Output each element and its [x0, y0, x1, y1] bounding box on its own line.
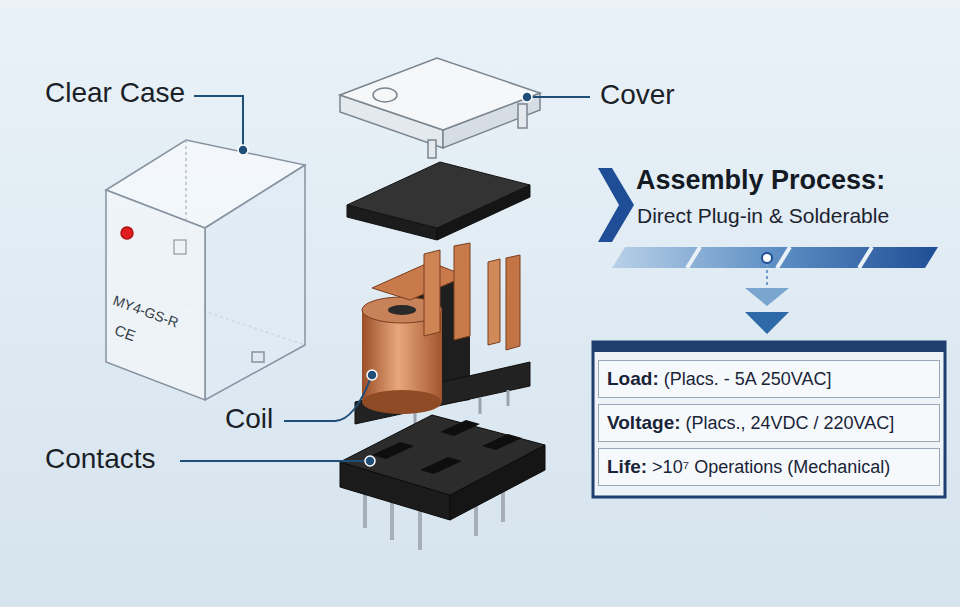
- bar-gaps: [687, 247, 872, 268]
- process-bar: [612, 247, 938, 268]
- down-arrow: [745, 312, 789, 334]
- part-label: Contacts: [45, 444, 156, 475]
- bar-dot: [762, 253, 772, 263]
- spec-row: Load:(Placs. - 5A 250VAC]: [598, 360, 940, 398]
- spec-key: Life:: [607, 456, 647, 478]
- spec-row: Voltage:(Placs., 24VDC / 220VAC]: [598, 404, 940, 442]
- spec-key: Load:: [607, 368, 659, 390]
- leader-lines: [180, 96, 590, 461]
- leader-dots: [238, 92, 532, 466]
- spec-row: Life:>10⁷ Operations (Mechanical): [598, 448, 940, 486]
- coil-assembly: [355, 243, 530, 428]
- spec-key: Voltage:: [607, 412, 681, 434]
- spec-value: (Placs. - 5A 250VAC]: [664, 369, 832, 390]
- clear-case: [106, 140, 305, 400]
- cover-part: [340, 58, 540, 158]
- part-label: Clear Case: [45, 78, 185, 109]
- chevron-icon: [598, 168, 634, 242]
- spec-value: >10⁷ Operations (Mechanical): [652, 457, 890, 478]
- spec-value: (Placs., 24VDC / 220VAC]: [686, 413, 895, 434]
- down-arrow: [745, 288, 789, 306]
- spec-panel-band: [593, 342, 945, 352]
- spec-panel: [593, 342, 945, 497]
- cert-mark: CE: [112, 322, 137, 345]
- part-label: Coil: [225, 404, 273, 435]
- gasket-part: [347, 162, 530, 240]
- part-label: Cover: [600, 80, 675, 111]
- socket-base: [340, 415, 545, 550]
- section-title: Assembly Process:: [636, 166, 885, 196]
- flow-line: [766, 264, 768, 290]
- section-subtitle: Direct Plug-in & Solderable: [637, 204, 889, 227]
